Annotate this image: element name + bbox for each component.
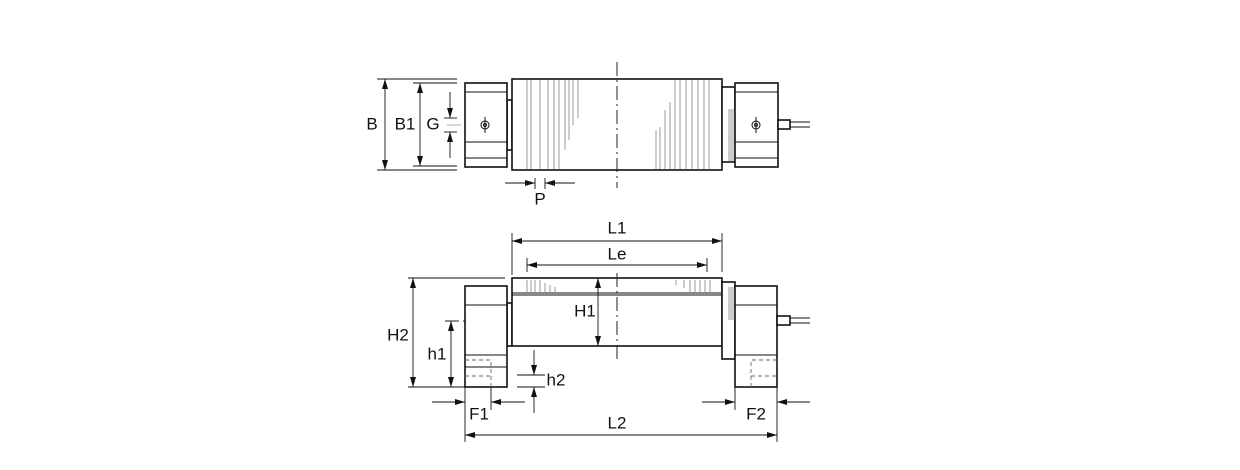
knurl-hatch [728,287,735,320]
label-B: B [366,114,377,133]
bolt-hole-icon [480,117,490,133]
cable-gland [776,315,791,326]
label-F2: F2 [746,404,766,423]
label-Le: Le [608,244,627,263]
label-H1: H1 [574,301,596,320]
label-B1: B1 [395,114,416,133]
label-H2: H2 [387,325,409,344]
label-F1: F1 [469,404,489,423]
body-stripes [526,80,710,169]
hidden-thread [750,359,777,387]
label-L1: L1 [608,218,627,237]
label-h2: h2 [547,370,566,389]
label-h1: h1 [428,344,447,363]
cable-gland [777,119,791,130]
label-P: P [534,189,545,208]
body-stripes [526,280,711,292]
top-view: B B1 G P [366,62,810,208]
right-mount-block [734,285,778,388]
bolt-hole-icon [751,117,761,133]
hidden-thread [465,359,492,387]
knurl-hatch [728,109,735,161]
side-view: L1 Le H1 H2 h1 h2 F1 F2 L2 [387,218,810,442]
label-L2: L2 [608,413,627,432]
left-mount-block [464,285,508,388]
label-G: G [426,114,439,133]
